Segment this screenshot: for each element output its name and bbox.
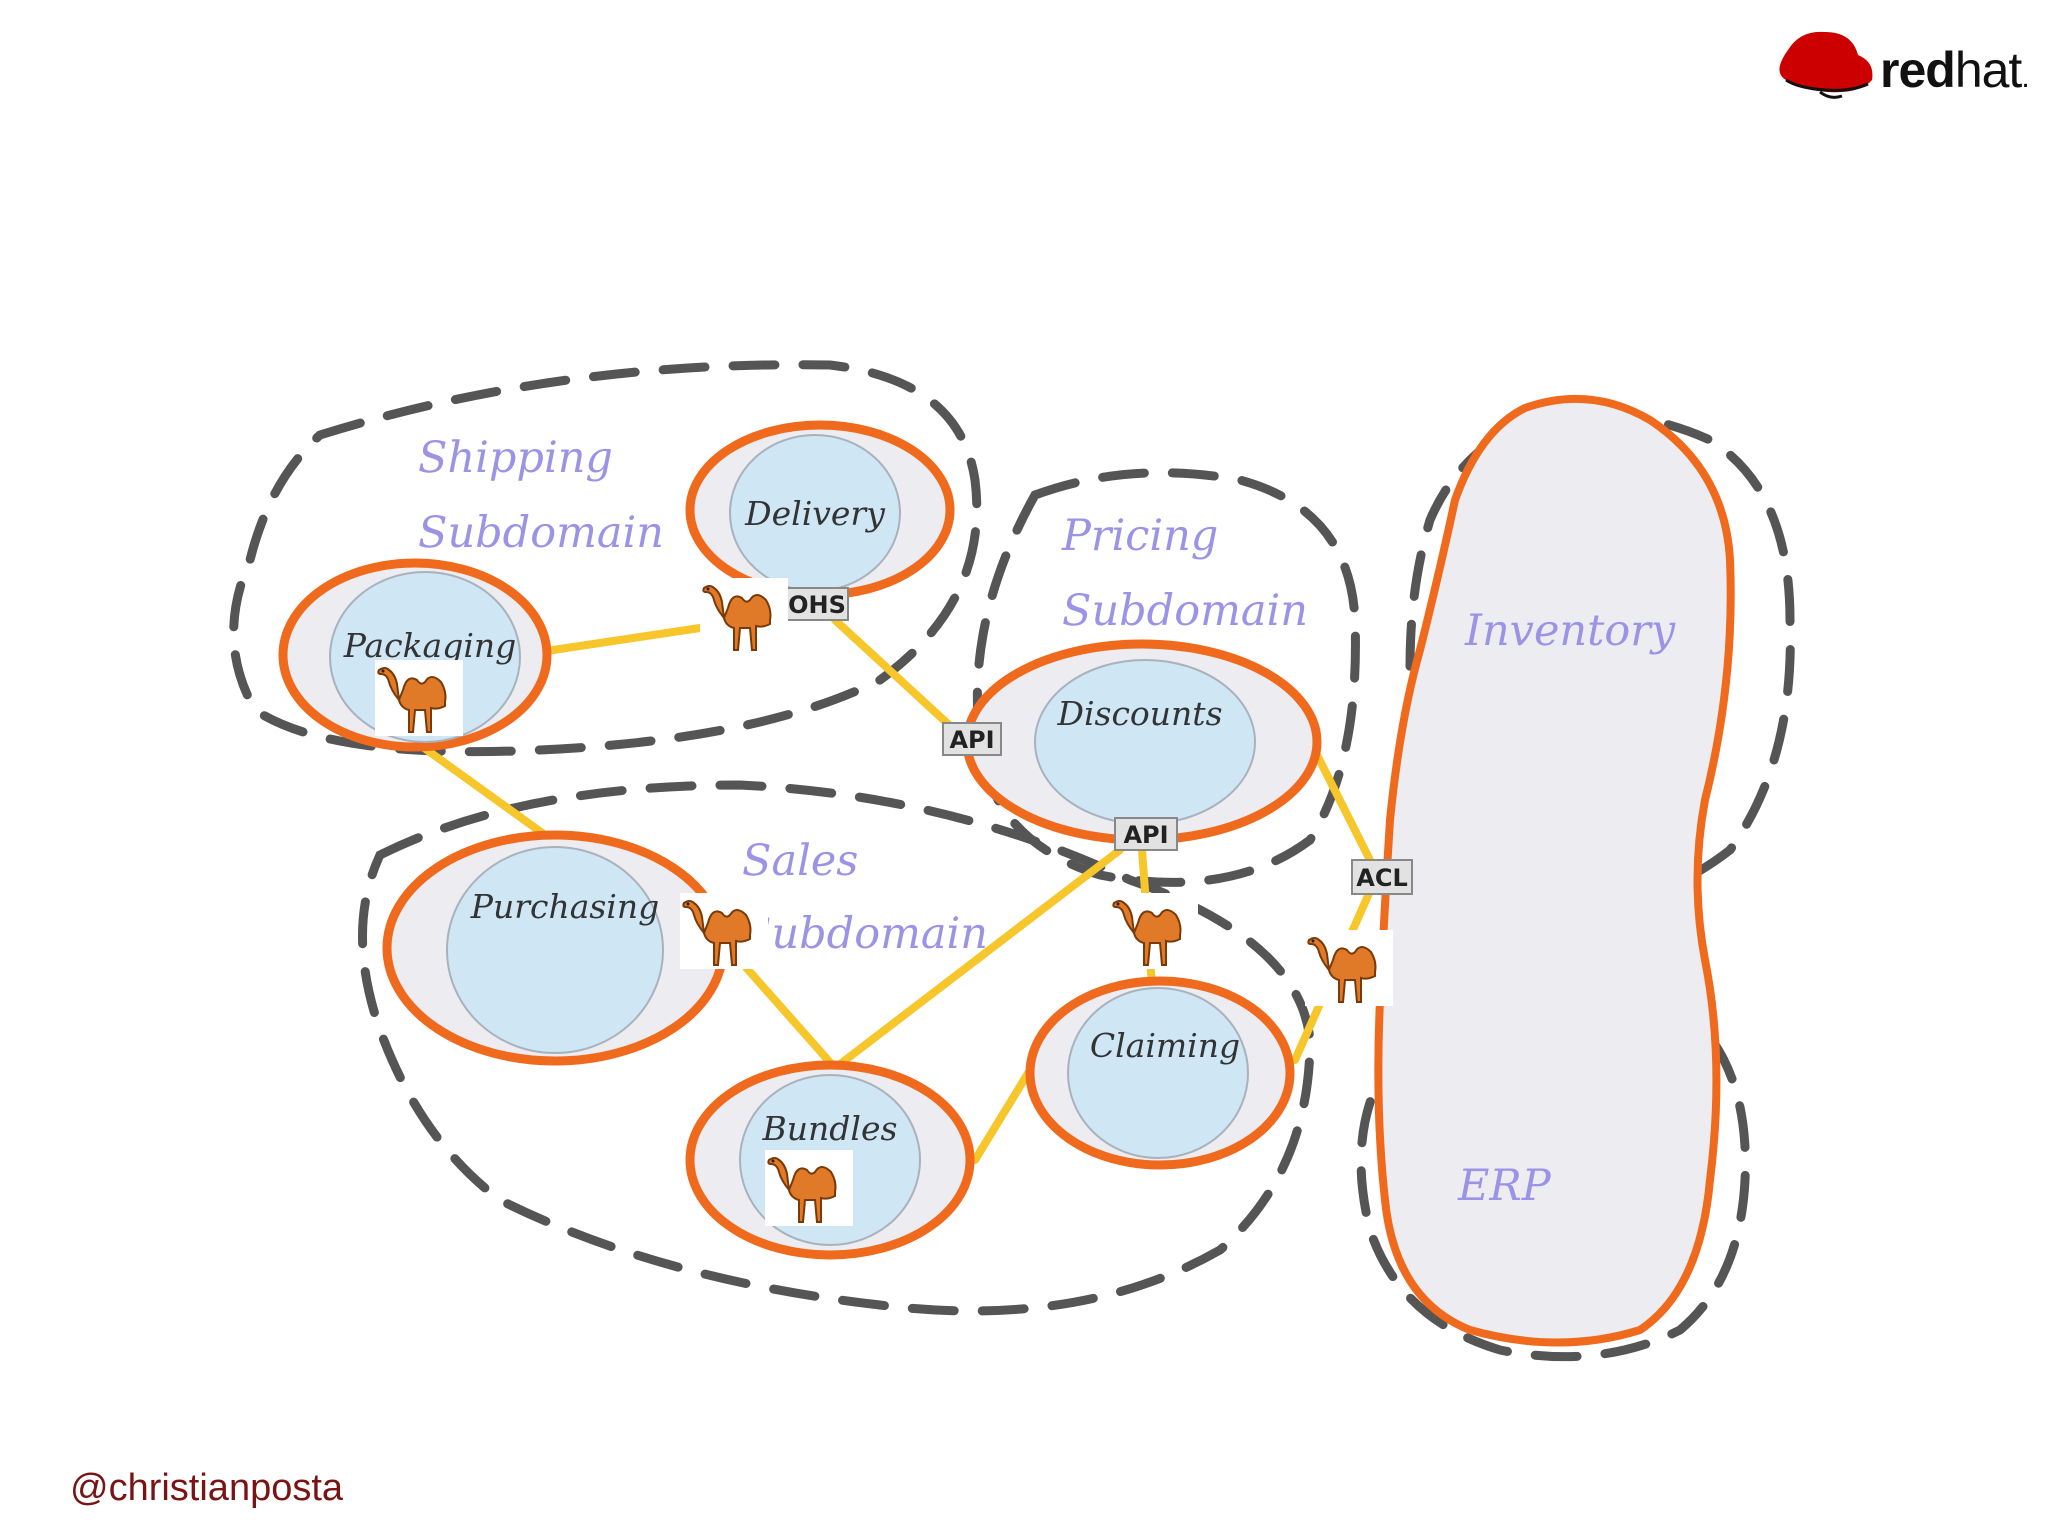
context-delivery: Delivery bbox=[685, 420, 955, 600]
sales-subdomain-label-line2: Subdomain bbox=[742, 909, 988, 959]
camel-icon bbox=[1304, 929, 1394, 1007]
packaging-purchasing-connector bbox=[416, 741, 549, 839]
pricing-subdomain-label-line1: Pricing bbox=[1061, 511, 1218, 561]
context-discounts: Discounts bbox=[962, 639, 1322, 845]
camel-icon bbox=[374, 659, 464, 737]
camel-icon bbox=[1109, 892, 1199, 970]
ohs-badge: OHS bbox=[785, 587, 849, 621]
purchasing-bundles-connector bbox=[731, 951, 839, 1072]
erp-label: ERP bbox=[1457, 1161, 1552, 1211]
svg-text:API: API bbox=[949, 726, 994, 754]
shipping-subdomain-label-line2: Subdomain bbox=[418, 508, 664, 558]
delivery-label: Delivery bbox=[744, 494, 885, 533]
redhat-wordmark: redhat. bbox=[1880, 42, 2029, 98]
api-badge-bottom: API bbox=[1114, 817, 1178, 851]
api-badge-left: API bbox=[942, 722, 1002, 756]
discounts-acl-connector bbox=[1308, 741, 1379, 874]
svg-text:API: API bbox=[1123, 821, 1168, 849]
purchasing-label: Purchasing bbox=[470, 887, 660, 926]
bundles-claiming-connector bbox=[971, 1066, 1034, 1164]
author-handle: @christianposta bbox=[70, 1467, 344, 1509]
redhat-logo-icon bbox=[1779, 31, 1873, 99]
context-claiming: Claiming bbox=[1025, 976, 1295, 1170]
sales-subdomain-boundary bbox=[358, 780, 1315, 1316]
packaging-label: Packaging bbox=[343, 626, 517, 665]
pricing-subdomain-label-line2: Subdomain bbox=[1062, 586, 1308, 636]
inventory-label: Inventory bbox=[1464, 606, 1676, 656]
sales-subdomain-label-line1: Sales bbox=[742, 836, 858, 886]
acl-badge: ACL bbox=[1351, 859, 1413, 895]
shipping-subdomain-label-line1: Shipping bbox=[418, 433, 613, 483]
packaging-delivery-connector bbox=[549, 624, 704, 654]
erp-subdomain-boundary bbox=[1356, 981, 1750, 1362]
shipping-subdomain-boundary bbox=[229, 360, 982, 757]
svg-text:OHS: OHS bbox=[788, 591, 846, 619]
camel-icon bbox=[679, 892, 769, 970]
context-purchasing: Purchasing bbox=[382, 830, 728, 1066]
inventory-erp-context bbox=[1374, 394, 1735, 1347]
delivery-discounts-connector bbox=[831, 616, 964, 739]
camel-icon bbox=[699, 577, 789, 655]
bundles-discounts-connector bbox=[831, 846, 1124, 1072]
discounts-label: Discounts bbox=[1057, 694, 1223, 733]
claiming-label: Claiming bbox=[1090, 1026, 1240, 1065]
bundles-label: Bundles bbox=[762, 1109, 898, 1148]
camel-icon bbox=[764, 1149, 854, 1227]
svg-text:ACL: ACL bbox=[1356, 864, 1407, 892]
